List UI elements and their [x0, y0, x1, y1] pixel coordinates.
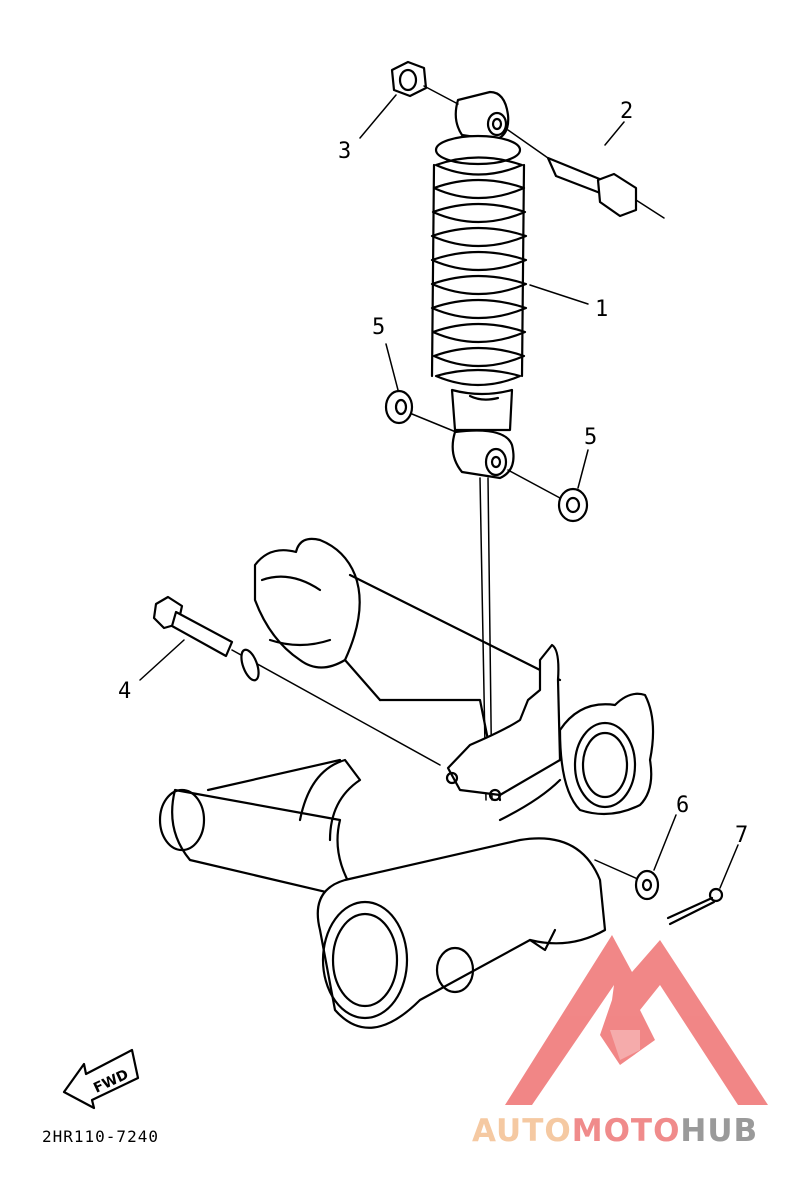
- washer-part-5-left: [384, 389, 457, 433]
- washer-part-6: [594, 859, 660, 901]
- fwd-arrow-icon: FWD: [62, 1048, 140, 1110]
- callout-5-right: 5: [584, 425, 597, 450]
- callout-2: 2: [620, 99, 633, 124]
- watermark-text: AUTOMOTOHUB: [472, 1113, 758, 1149]
- callout-numbers: 1 2 3 4 5 5 6 7: [118, 99, 748, 848]
- callout-4: 4: [118, 679, 131, 704]
- bolt-part-2: [507, 129, 665, 219]
- diagram-code: 2HR110-7240: [42, 1127, 159, 1146]
- callout-7: 7: [735, 823, 748, 848]
- spring-coils: [430, 156, 528, 387]
- callout-6: 6: [676, 793, 689, 818]
- pivot-bolt-part-4: [152, 595, 441, 766]
- washer-part-5-right: [507, 469, 589, 523]
- watermark-hub: HUB: [680, 1113, 758, 1149]
- watermark-moto: MOTO: [572, 1113, 681, 1149]
- swingarm: [158, 537, 655, 1029]
- callout-3: 3: [338, 139, 351, 164]
- nut-part-3: [390, 60, 459, 105]
- callout-leaders: [139, 94, 739, 889]
- shock-absorber: [430, 90, 528, 480]
- callout-1: 1: [595, 297, 608, 322]
- automotohub-logo-icon: [505, 935, 768, 1105]
- cotter-pin-part-7: [666, 887, 724, 926]
- callout-5-left: 5: [372, 315, 385, 340]
- watermark-auto: AUTO: [472, 1113, 572, 1149]
